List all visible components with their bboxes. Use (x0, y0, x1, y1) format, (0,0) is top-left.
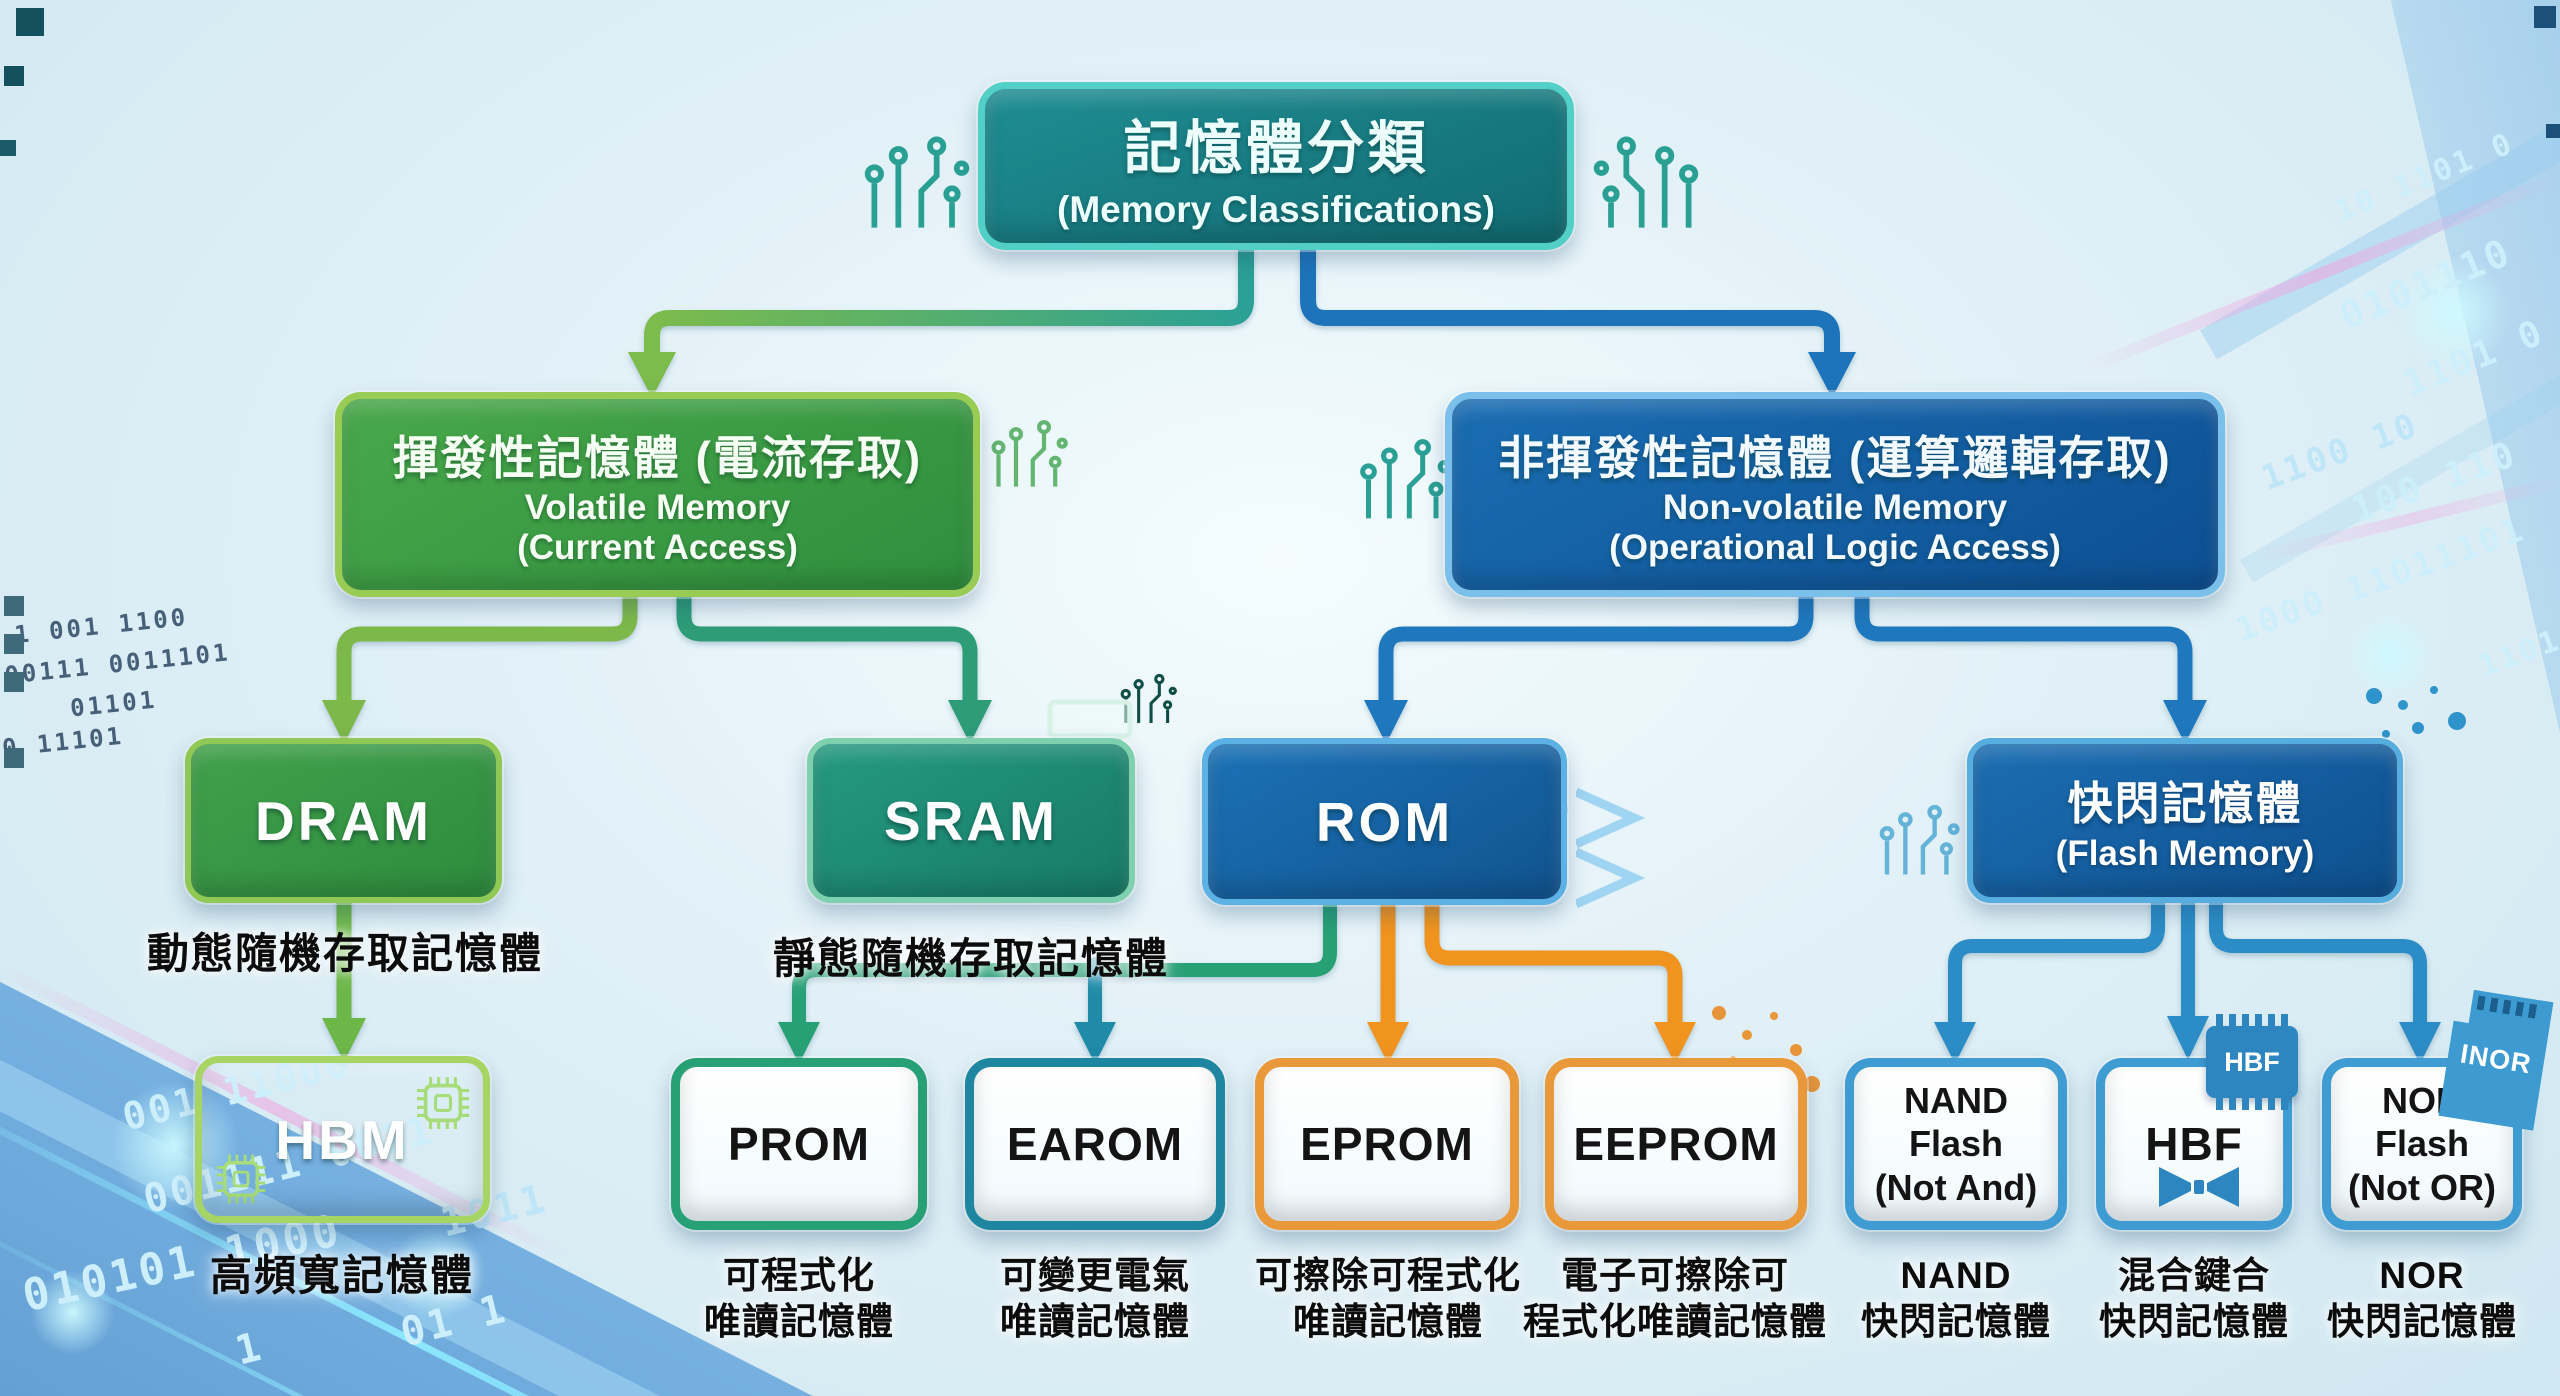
nand-caption-line1: NAND (1900, 1255, 2012, 1296)
nand-caption-line2: 快閃記憶體 (1861, 1300, 2051, 1342)
eprom-caption-line1: 可擦除可程式化 (1255, 1255, 1521, 1296)
node-rom: ROM (1202, 738, 1567, 905)
nor-caption: NOR 快閃記憶體 (2302, 1253, 2542, 1345)
sram-label: SRAM (884, 789, 1058, 852)
glow-dot (110, 1080, 240, 1210)
eprom-caption: 可擦除可程式化 唯讀記憶體 (1218, 1253, 1558, 1345)
edge-square (4, 748, 24, 768)
sd-card-contacts (2477, 996, 2544, 1020)
hbf-caption-line2: 快閃記憶體 (2099, 1300, 2289, 1342)
prom-caption-line2: 唯讀記憶體 (704, 1300, 894, 1342)
corner-square (4, 66, 24, 86)
nonvolatile-zh: 非揮發性記憶體 (運算邏輯存取) (1498, 432, 2172, 485)
eprom-label: EPROM (1300, 1118, 1474, 1170)
flash-zh: 快閃記憶體 (2067, 778, 2303, 829)
eeprom-caption-line1: 電子可擦除可 (1561, 1255, 1789, 1296)
node-eprom: EPROM (1255, 1058, 1519, 1230)
edge-square (4, 672, 24, 692)
hbf-chip-icon: HBF (2206, 1014, 2298, 1110)
nonvolatile-en1: Non-volatile Memory (1662, 488, 2008, 528)
node-sram: SRAM (807, 738, 1135, 903)
earom-caption-line2: 唯讀記憶體 (1000, 1300, 1190, 1342)
node-volatile-memory: 揮發性記憶體 (電流存取) Volatile Memory (Current A… (335, 392, 980, 597)
node-nonvolatile-memory: 非揮發性記憶體 (運算邏輯存取) Non-volatile Memory (Op… (1445, 392, 2225, 597)
prom-label: PROM (728, 1118, 870, 1170)
hbm-label: HBM (275, 1108, 410, 1171)
nand-label-line2: (Not And) (1874, 1166, 2038, 1208)
node-prom: PROM (671, 1058, 927, 1230)
hbf-chip-tag: HBF (2224, 1046, 2280, 1077)
circuit-trace-icon (1876, 786, 1964, 878)
node-nor-flash: NOR Flash (Not OR) (2322, 1058, 2522, 1230)
volatile-en2: (Current Access) (517, 527, 798, 567)
nor-caption-line1: NOR (2379, 1255, 2465, 1296)
circuit-chevron-icon (1576, 848, 1646, 908)
dram-caption: 動態隨機存取記憶體 (146, 930, 543, 977)
circuit-trace-icon (1356, 418, 1456, 522)
edge-square (4, 596, 24, 616)
volatile-zh: 揮發性記憶體 (電流存取) (392, 432, 923, 485)
rom-label: ROM (1315, 790, 1454, 853)
corner-square (0, 140, 16, 156)
eeprom-label: EEPROM (1573, 1118, 1779, 1170)
node-dram: DRAM (185, 738, 502, 903)
hbf-caption: 混合鍵合 快閃記憶體 (2074, 1253, 2314, 1345)
nand-label-line1: NAND Flash (1904, 1080, 2008, 1165)
edge-square (4, 634, 24, 654)
sram-caption: 靜態隨機存取記憶體 (772, 935, 1169, 982)
glow-dot (390, 1225, 485, 1320)
memory-classifications-en: (Memory Classifications) (1057, 189, 1495, 230)
glow-dot (2345, 610, 2435, 700)
nor-label-line2: (Not OR) (2348, 1166, 2496, 1208)
eeprom-caption: 電子可擦除可 程式化唯讀記憶體 (1495, 1253, 1855, 1345)
flash-en: (Flash Memory) (2055, 834, 2315, 873)
bowtie-icon (2159, 1167, 2239, 1207)
node-hbm: HBM (195, 1056, 490, 1223)
eeprom-caption-line2: 程式化唯讀記憶體 (1523, 1300, 1827, 1342)
memory-classifications-zh: 記憶體分類 (1123, 116, 1429, 181)
glow-dot (2395, 255, 2510, 370)
node-nand-flash: NAND Flash (Not And) (1845, 1058, 2067, 1230)
dram-label: DRAM (255, 789, 432, 852)
nand-caption: NAND 快閃記憶體 (1836, 1253, 2076, 1345)
hbf-caption-line1: 混合鍵合 (2118, 1255, 2270, 1296)
hbm-caption: 高頻寬記憶體 (209, 1252, 474, 1299)
corner-square (2534, 6, 2556, 28)
nonvolatile-en2: (Operational Logic Access) (1609, 527, 2061, 567)
circuit-chevron-icon (1576, 788, 1646, 848)
node-flash-memory: 快閃記憶體 (Flash Memory) (1967, 738, 2403, 903)
hbf-label: HBF (2145, 1118, 2243, 1170)
circuit-trace-icon (1588, 112, 1703, 232)
prom-caption-line1: 可程式化 (723, 1255, 875, 1296)
corner-square (2546, 124, 2560, 138)
circuit-trace-icon (860, 112, 975, 232)
node-eeprom: EEPROM (1545, 1058, 1807, 1230)
circuit-trace-icon (988, 402, 1072, 490)
eprom-caption-line2: 唯讀記憶體 (1293, 1300, 1483, 1342)
flash-dots (2356, 680, 2466, 750)
corner-square (16, 8, 44, 36)
nor-caption-line2: 快閃記憶體 (2327, 1300, 2517, 1342)
node-earom: EAROM (965, 1058, 1225, 1230)
glow-dot (30, 1270, 115, 1355)
earom-caption: 可變更電氣 唯讀記憶體 (955, 1253, 1235, 1345)
node-memory-classifications: 記憶體分類 (Memory Classifications) (978, 82, 1574, 250)
earom-caption-line1: 可變更電氣 (1000, 1255, 1190, 1296)
sd-card-tag: INOR (2458, 1038, 2534, 1079)
volatile-en1: Volatile Memory (524, 488, 791, 528)
earom-label: EAROM (1006, 1118, 1184, 1170)
prom-caption: 可程式化 唯讀記憶體 (659, 1253, 939, 1345)
